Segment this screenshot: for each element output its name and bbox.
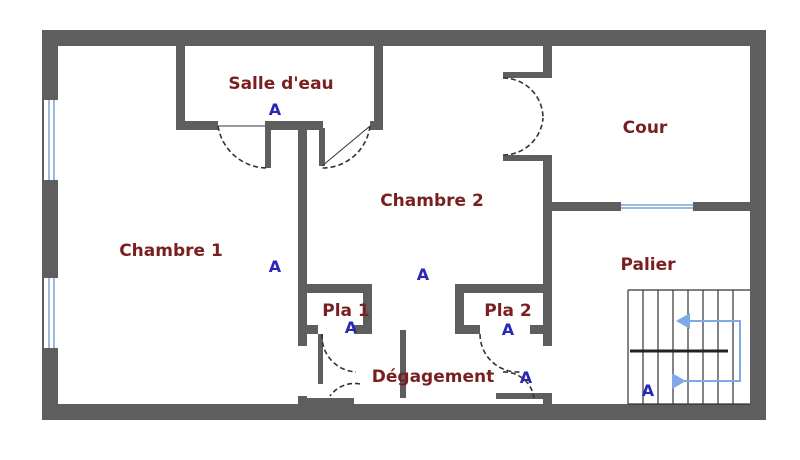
room-label-chambre-2: Chambre 2	[380, 191, 484, 211]
stair-arrowhead-lower	[672, 373, 686, 389]
window-cour-palier	[621, 203, 693, 210]
window-left-lower	[44, 278, 58, 348]
room-label-cour: Cour	[623, 118, 668, 138]
marker-a-degagement: A	[520, 368, 533, 387]
marker-a-chambre-1: A	[269, 257, 282, 276]
marker-a-pla-1: A	[345, 318, 358, 337]
room-label-chambre-1: Chambre 1	[119, 241, 223, 261]
room-label-palier: Palier	[620, 255, 676, 275]
room-label-pla-1: Pla 1	[322, 301, 370, 321]
marker-a-palier: A	[642, 381, 655, 400]
marker-a-chambre-2: A	[417, 265, 430, 284]
door-leaves	[218, 125, 371, 167]
stair-arrowhead-upper	[676, 313, 690, 329]
room-label-salle-deau: Salle d'eau	[228, 74, 333, 94]
room-label-degagement: Dégagement	[372, 367, 494, 387]
marker-a-salle-deau: A	[269, 100, 282, 119]
stair-direction-arrow	[672, 320, 741, 382]
door-swings	[217, 77, 544, 399]
marker-a-pla-2: A	[502, 320, 515, 339]
window-left-upper	[44, 100, 58, 180]
interior-walls	[176, 46, 753, 412]
room-label-pla-2: Pla 2	[484, 301, 532, 321]
